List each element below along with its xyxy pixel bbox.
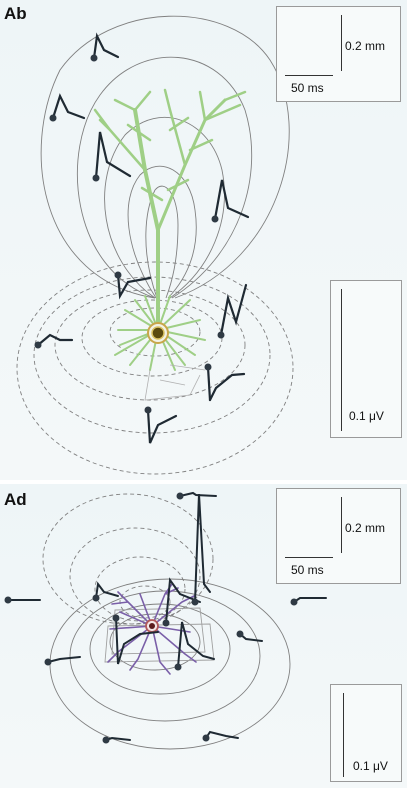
distance-scale-label: 0.2 mm — [345, 39, 386, 53]
panel-ab-drawing — [16, 15, 294, 475]
voltage-scale-bar — [341, 289, 342, 431]
scale-box-voltage: 0.1 μV — [330, 280, 402, 438]
distance-scale-label-ad: 0.2 mm — [345, 521, 386, 535]
time-scale-bar — [285, 75, 333, 76]
voltage-scale-label: 0.1 μV — [349, 409, 384, 423]
time-scale-label-ad: 50 ms — [291, 563, 324, 577]
interneuron — [107, 583, 197, 675]
ad-electrode-tips — [4, 492, 298, 744]
time-scale-label: 50 ms — [291, 81, 324, 95]
ab-electrode-tips — [34, 54, 225, 414]
distance-scale-bar-ad — [341, 497, 342, 553]
scale-box-voltage-ad: 0.1 μV — [330, 684, 402, 782]
panel-label-ad: Ad — [4, 490, 27, 509]
pyramidal-neuron — [93, 88, 247, 371]
scale-box-distance-time: 0.2 mm 50 ms — [276, 6, 401, 102]
panel-ad-drawing — [4, 491, 327, 750]
solid-field-lines — [40, 15, 290, 299]
distance-scale-bar — [341, 15, 342, 71]
axon-arbor — [144, 364, 206, 401]
voltage-scale-label-ad: 0.1 μV — [353, 759, 388, 773]
ab-traces — [36, 32, 250, 444]
voltage-scale-bar-ad — [343, 693, 344, 777]
panel-label-ab: Ab — [4, 4, 27, 23]
scale-box-distance-time-ad: 0.2 mm 50 ms — [276, 488, 401, 584]
ad-dashed-field-lines — [42, 493, 214, 625]
ad-solid-field-lines — [49, 578, 291, 750]
panel-ab: Ab 0.2 mm 50 ms 0.1 μV — [0, 0, 407, 480]
pyramidal-soma-core — [151, 326, 165, 340]
dashed-field-lines — [16, 261, 294, 475]
interneuron-soma-core — [149, 623, 155, 629]
panel-ad: Ad 0.2 mm 50 ms 0.1 μV — [0, 484, 407, 788]
time-scale-bar-ad — [285, 557, 333, 558]
